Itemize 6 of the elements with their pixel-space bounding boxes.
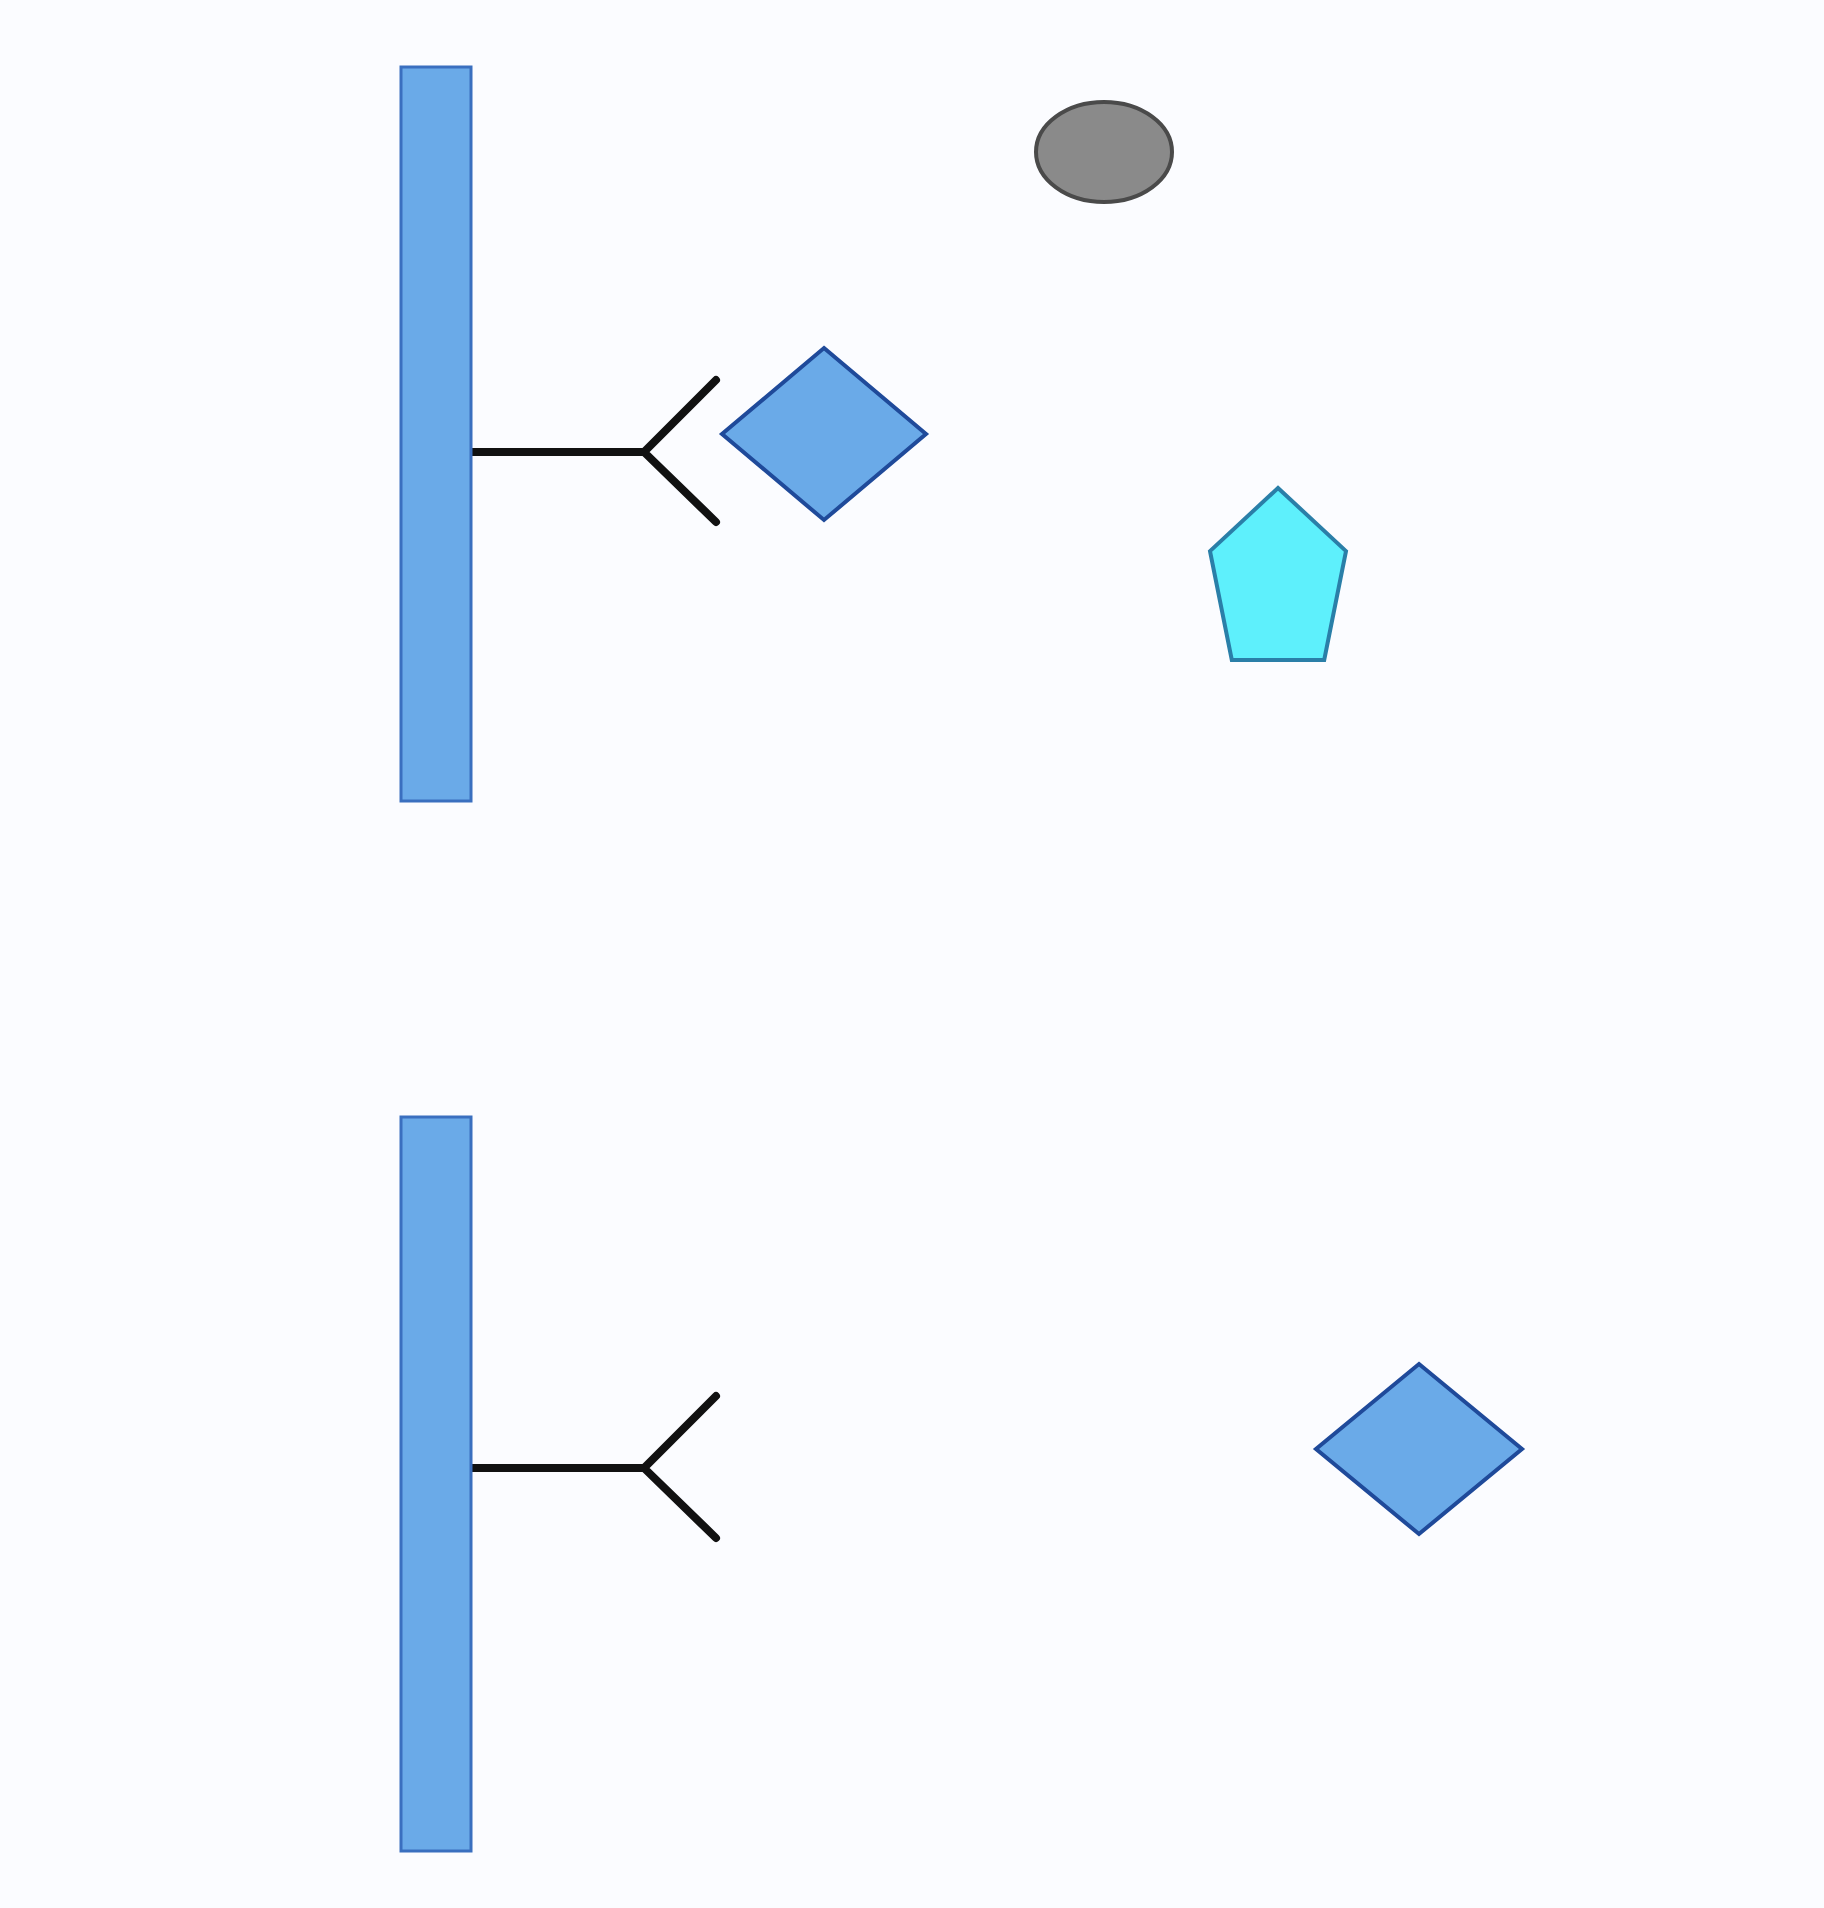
ligand-diamond	[1314, 1362, 1524, 1536]
ligand-diamond	[720, 346, 928, 522]
ellipse-shape	[1034, 100, 1174, 204]
membrane-bar	[400, 1116, 472, 1852]
membrane-bar	[400, 66, 472, 802]
pentagon-shape	[1208, 486, 1348, 662]
